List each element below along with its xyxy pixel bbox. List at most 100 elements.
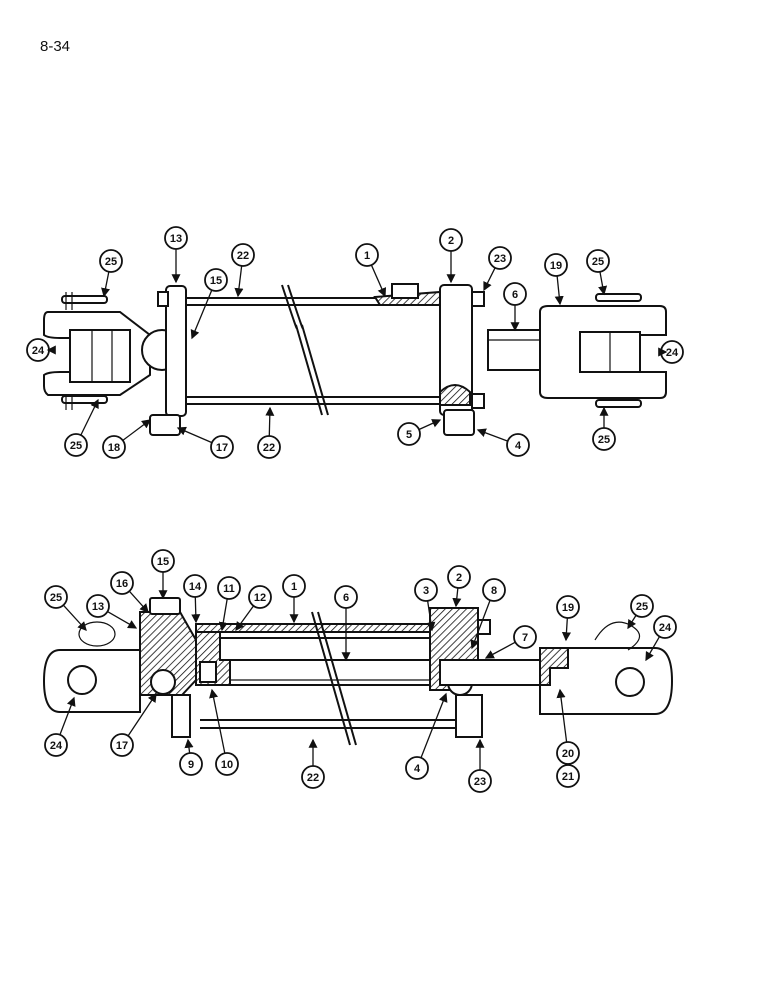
section-callout-25: 25: [44, 585, 68, 609]
section-callout-23: 23: [468, 769, 492, 793]
svg-text:2: 2: [456, 572, 462, 584]
top-leader-18: [122, 419, 152, 441]
top-callout-19: 19: [544, 253, 568, 277]
svg-text:6: 6: [343, 592, 349, 604]
svg-text:24: 24: [666, 347, 679, 359]
section-leader-14: [191, 596, 201, 624]
left-clevis: [43, 292, 151, 410]
top-callout-4: 4: [506, 433, 530, 457]
section-callout-6: 6: [334, 585, 358, 609]
top-callout-1: 1: [355, 243, 379, 267]
svg-text:17: 17: [116, 740, 128, 752]
top-leader-22: [265, 406, 275, 437]
svg-text:8: 8: [491, 585, 497, 597]
top-callout-18: 18: [102, 435, 126, 459]
svg-text:24: 24: [659, 622, 672, 634]
section-leader-17: [127, 692, 157, 737]
top-callout-15: 15: [204, 268, 228, 292]
top-leader-25: [80, 398, 99, 436]
svg-text:25: 25: [636, 601, 648, 613]
section-callout-24: 24: [44, 733, 68, 757]
section-callout-17: 17: [110, 733, 134, 757]
section-leader-12: [235, 605, 255, 632]
rod-6: [487, 329, 541, 371]
top-callout-25: 25: [586, 249, 610, 273]
left-clevis-section: [42, 621, 141, 713]
svg-text:25: 25: [70, 440, 82, 452]
page-number: 8-34: [40, 38, 71, 55]
barrel: [186, 283, 441, 416]
top-leader-22: [234, 265, 244, 298]
svg-text:2: 2: [448, 235, 454, 247]
top-callout-2: 2: [439, 228, 463, 252]
svg-text:23: 23: [494, 253, 506, 265]
section-leader-24: [645, 636, 661, 662]
section-leader-4: [420, 692, 448, 758]
section-callout-2: 2: [447, 565, 471, 589]
svg-text:17: 17: [216, 442, 228, 454]
section-callout-8: 8: [482, 578, 506, 602]
top-callout-23: 23: [488, 246, 512, 270]
section-callout-11: 11: [217, 576, 241, 600]
svg-text:7: 7: [522, 632, 528, 644]
right-clevis: [539, 293, 667, 408]
section-leader-19: [561, 617, 572, 642]
top-view: [43, 283, 667, 436]
section-leader-24: [59, 696, 76, 735]
top-callout-25: 25: [64, 433, 88, 457]
svg-text:21: 21: [562, 771, 574, 783]
top-callout-25: 25: [99, 249, 123, 273]
top-callout-13: 13: [164, 226, 188, 250]
top-callout-17: 17: [210, 435, 234, 459]
section-callout-4: 4: [405, 756, 429, 780]
svg-text:4: 4: [515, 440, 522, 452]
svg-text:9: 9: [188, 759, 194, 771]
svg-text:14: 14: [189, 581, 202, 593]
section-callout-20: 20: [556, 741, 580, 765]
section-leader-3: [426, 600, 436, 632]
top-leader-19: [554, 275, 564, 306]
svg-text:15: 15: [210, 275, 222, 287]
svg-text:19: 19: [550, 260, 562, 272]
section-leader-16: [128, 590, 149, 613]
section-callout-25: 25: [630, 594, 654, 618]
section-callout-22: 22: [301, 765, 325, 789]
section-view: [42, 597, 674, 746]
svg-text:24: 24: [32, 345, 45, 357]
rod-section: [439, 659, 551, 686]
port-17: [149, 414, 181, 436]
svg-text:20: 20: [562, 748, 574, 760]
svg-text:12: 12: [254, 592, 266, 604]
section-leader-20: [556, 688, 568, 743]
svg-text:25: 25: [105, 256, 117, 268]
top-leader-5: [418, 419, 442, 431]
top-leader-17: [176, 426, 213, 444]
svg-text:5: 5: [406, 429, 412, 441]
top-leader-23: [483, 267, 496, 292]
section-callout-3: 3: [414, 578, 438, 602]
top-leader-15: [190, 289, 213, 340]
section-leader-11: [218, 598, 228, 632]
top-callout-25: 25: [592, 427, 616, 451]
svg-text:3: 3: [423, 585, 429, 597]
svg-text:19: 19: [562, 602, 574, 614]
svg-text:13: 13: [92, 601, 104, 613]
top-leader-25: [598, 271, 608, 296]
svg-text:11: 11: [223, 583, 235, 595]
svg-text:16: 16: [116, 578, 128, 590]
top-leader-25: [101, 271, 110, 298]
section-callout-10: 10: [215, 752, 239, 776]
svg-text:23: 23: [474, 776, 486, 788]
svg-text:10: 10: [221, 759, 233, 771]
svg-text:25: 25: [598, 434, 610, 446]
section-leader-2: [452, 587, 462, 608]
section-leader-9: [184, 738, 194, 754]
barrel-section: [195, 611, 470, 746]
section-callout-21: 21: [556, 764, 580, 788]
top-callout-24: 24: [26, 338, 50, 362]
section-leader-10: [209, 688, 226, 754]
top-callout-6: 6: [503, 282, 527, 306]
svg-text:25: 25: [50, 592, 62, 604]
section-callout-14: 14: [183, 574, 207, 598]
